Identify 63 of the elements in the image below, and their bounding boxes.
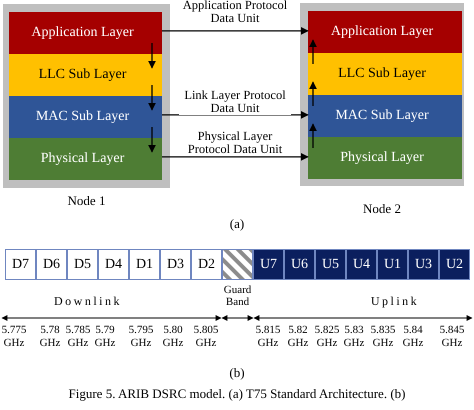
arrow xyxy=(162,111,309,119)
layer-label: MAC Sub Layer xyxy=(334,107,430,125)
layer-label: Application Layer xyxy=(330,23,434,41)
layer-label: Physical Layer xyxy=(40,150,126,168)
frequency-label: 5.82 GHz xyxy=(286,324,310,350)
figure-caption: Figure 5. ARIB DSRC model. (a) T75 Standard Architecture. (b) xyxy=(68,388,406,400)
channel-label: D5 xyxy=(72,256,92,274)
node-caption: Node 2 xyxy=(362,201,402,217)
layer-box xyxy=(9,54,162,96)
arrow xyxy=(309,81,317,106)
channel-label: D7 xyxy=(10,256,30,274)
arrow xyxy=(148,43,156,69)
frequency-label: 5.79 GHz xyxy=(94,324,116,350)
channel-label: U3 xyxy=(414,256,434,274)
channel-label: D4 xyxy=(104,256,124,274)
channel-label: U6 xyxy=(290,256,310,274)
arrow xyxy=(148,127,156,153)
channel-label: U4 xyxy=(352,256,372,274)
band-label: Uplink xyxy=(370,294,420,308)
channel-label: D3 xyxy=(166,256,186,274)
subfigure-label: (b) xyxy=(228,365,246,380)
channel-label: U7 xyxy=(258,256,278,274)
arrow xyxy=(148,85,156,111)
layer-label: Physical Layer xyxy=(339,149,425,167)
layer-label: MAC Sub Layer xyxy=(34,108,130,126)
frequency-label: 5.825 GHz xyxy=(314,324,340,350)
channel-label: D6 xyxy=(42,256,62,274)
frequency-label: 5.83 GHz xyxy=(342,324,366,350)
node-caption: Node 1 xyxy=(66,193,106,209)
layer-box xyxy=(9,12,162,54)
layer-box xyxy=(308,53,462,95)
frequency-label: 5.80 GHz xyxy=(162,324,184,350)
frequency-label: 5.785 GHz xyxy=(64,324,92,350)
channel-label: D1 xyxy=(134,256,154,274)
band-label: Downlink xyxy=(53,294,123,308)
frequency-label: 5.84 GHz xyxy=(402,324,424,350)
frequency-label: 5.805 GHz xyxy=(192,324,220,350)
channel-label: D2 xyxy=(196,256,216,274)
layer-box xyxy=(308,95,462,137)
arrow xyxy=(162,27,309,35)
frequency-label: 5.845 GHz xyxy=(438,324,466,350)
arrow xyxy=(162,153,309,161)
layer-label: LLC Sub Layer xyxy=(38,66,128,84)
layer-label: LLC Sub Layer xyxy=(337,65,427,83)
layer-box xyxy=(9,96,162,138)
layer-box xyxy=(9,138,162,180)
guard-band-cell xyxy=(222,249,253,280)
band-label: Guard Band xyxy=(222,284,252,308)
arrow xyxy=(309,39,317,64)
frequency-label: 5.795 GHz xyxy=(128,324,154,350)
layer-label: Application Layer xyxy=(30,24,135,42)
channel-label: U2 xyxy=(444,256,464,274)
layer-box xyxy=(308,137,462,179)
channel-label: U1 xyxy=(382,256,402,274)
channel-label: U5 xyxy=(320,256,340,274)
subfigure-label: (a) xyxy=(228,216,246,231)
edge-label: Link Layer Protocol Data Unit xyxy=(179,89,291,115)
arrow xyxy=(309,123,317,148)
layer-box xyxy=(308,11,462,53)
frequency-label: 5.835 GHz xyxy=(370,324,396,350)
frequency-label: 5.78 GHz xyxy=(38,324,62,350)
frequency-label: 5.815 GHz xyxy=(254,324,282,350)
frequency-label: 5.775 GHz xyxy=(0,324,28,350)
